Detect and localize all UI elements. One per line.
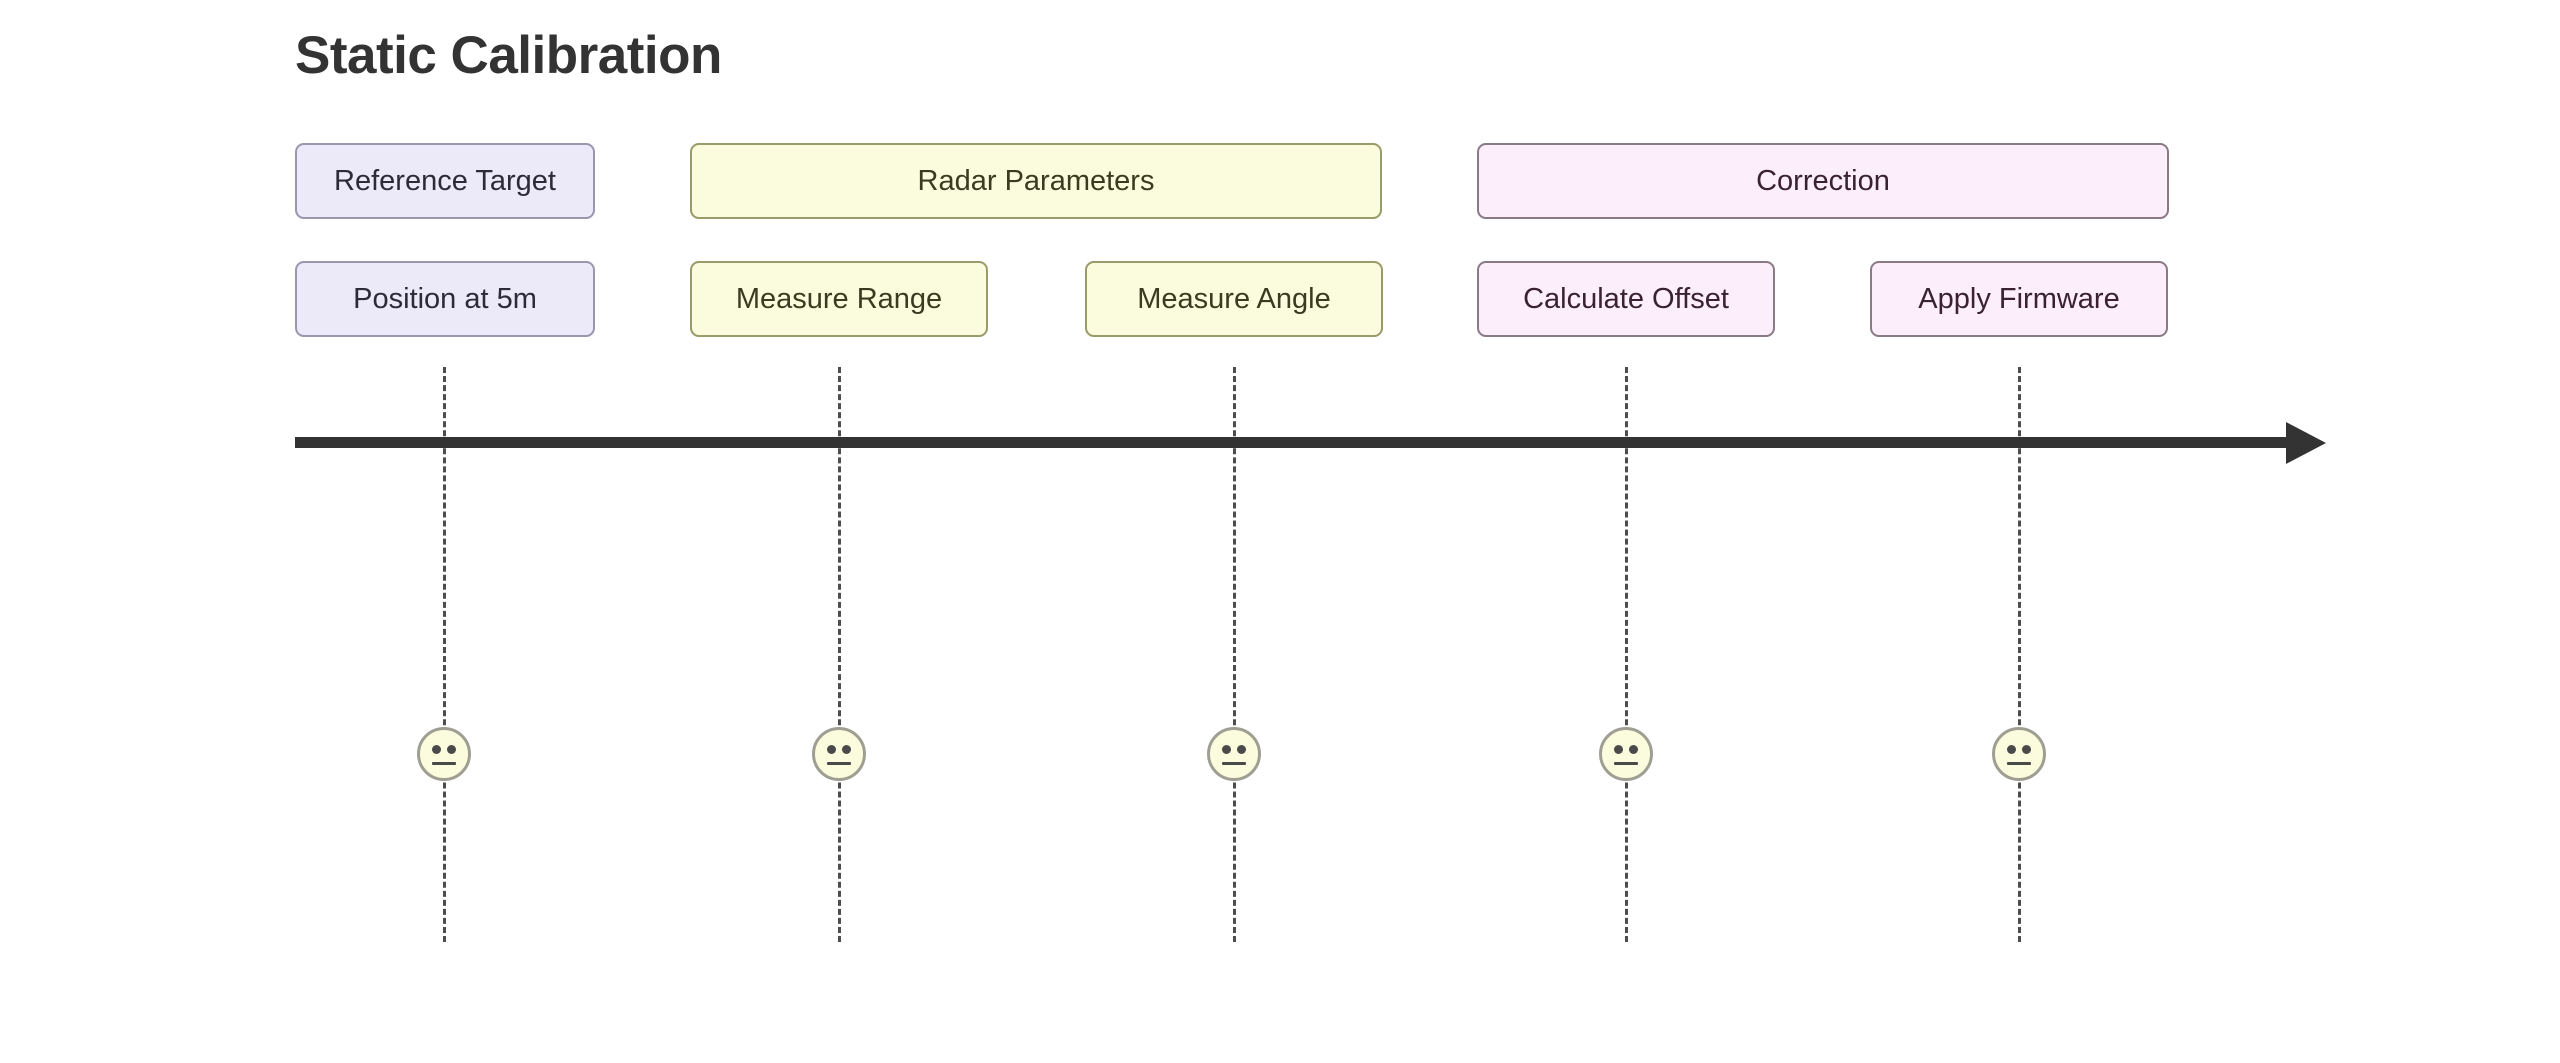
event-box[interactable]: Calculate Offset xyxy=(1477,261,1775,337)
mouth-icon xyxy=(2007,762,2031,765)
neutral-face-icon[interactable] xyxy=(1992,727,2046,781)
event-box[interactable]: Apply Firmware xyxy=(1870,261,2168,337)
timeline-arrow-icon xyxy=(2286,422,2326,464)
event-label: Position at 5m xyxy=(353,282,537,315)
eye-icon xyxy=(2022,745,2031,754)
event-box[interactable]: Measure Range xyxy=(690,261,988,337)
eye-icon xyxy=(2007,745,2016,754)
event-box[interactable]: Measure Angle xyxy=(1085,261,1383,337)
event-label: Calculate Offset xyxy=(1523,282,1729,315)
section-label: Reference Target xyxy=(334,164,556,197)
event-label: Measure Range xyxy=(735,282,943,315)
section-box[interactable]: Reference Target xyxy=(295,143,595,219)
mouth-icon xyxy=(1614,762,1638,765)
mouth-icon xyxy=(432,762,456,765)
tick-line xyxy=(443,367,446,942)
eye-icon xyxy=(1237,745,1246,754)
timeline-axis xyxy=(295,437,2295,448)
event-label: Measure Angle xyxy=(1137,282,1331,315)
tick-line xyxy=(838,367,841,942)
tick-line xyxy=(2018,367,2021,942)
section-box[interactable]: Correction xyxy=(1477,143,2169,219)
eye-icon xyxy=(432,745,441,754)
page-title: Static Calibration xyxy=(295,26,722,85)
eye-icon xyxy=(447,745,456,754)
neutral-face-icon[interactable] xyxy=(417,727,471,781)
eye-icon xyxy=(1629,745,1638,754)
section-label: Correction xyxy=(1756,164,1890,197)
mouth-icon xyxy=(827,762,851,765)
eye-icon xyxy=(842,745,851,754)
eye-icon xyxy=(827,745,836,754)
event-label: Apply Firmware xyxy=(1918,282,2120,315)
tick-line xyxy=(1233,367,1236,942)
eye-icon xyxy=(1222,745,1231,754)
eye-icon xyxy=(1614,745,1623,754)
mouth-icon xyxy=(1222,762,1246,765)
neutral-face-icon[interactable] xyxy=(812,727,866,781)
neutral-face-icon[interactable] xyxy=(1599,727,1653,781)
event-box[interactable]: Position at 5m xyxy=(295,261,595,337)
tick-line xyxy=(1625,367,1628,942)
section-box[interactable]: Radar Parameters xyxy=(690,143,1382,219)
section-label: Radar Parameters xyxy=(917,164,1155,197)
neutral-face-icon[interactable] xyxy=(1207,727,1261,781)
